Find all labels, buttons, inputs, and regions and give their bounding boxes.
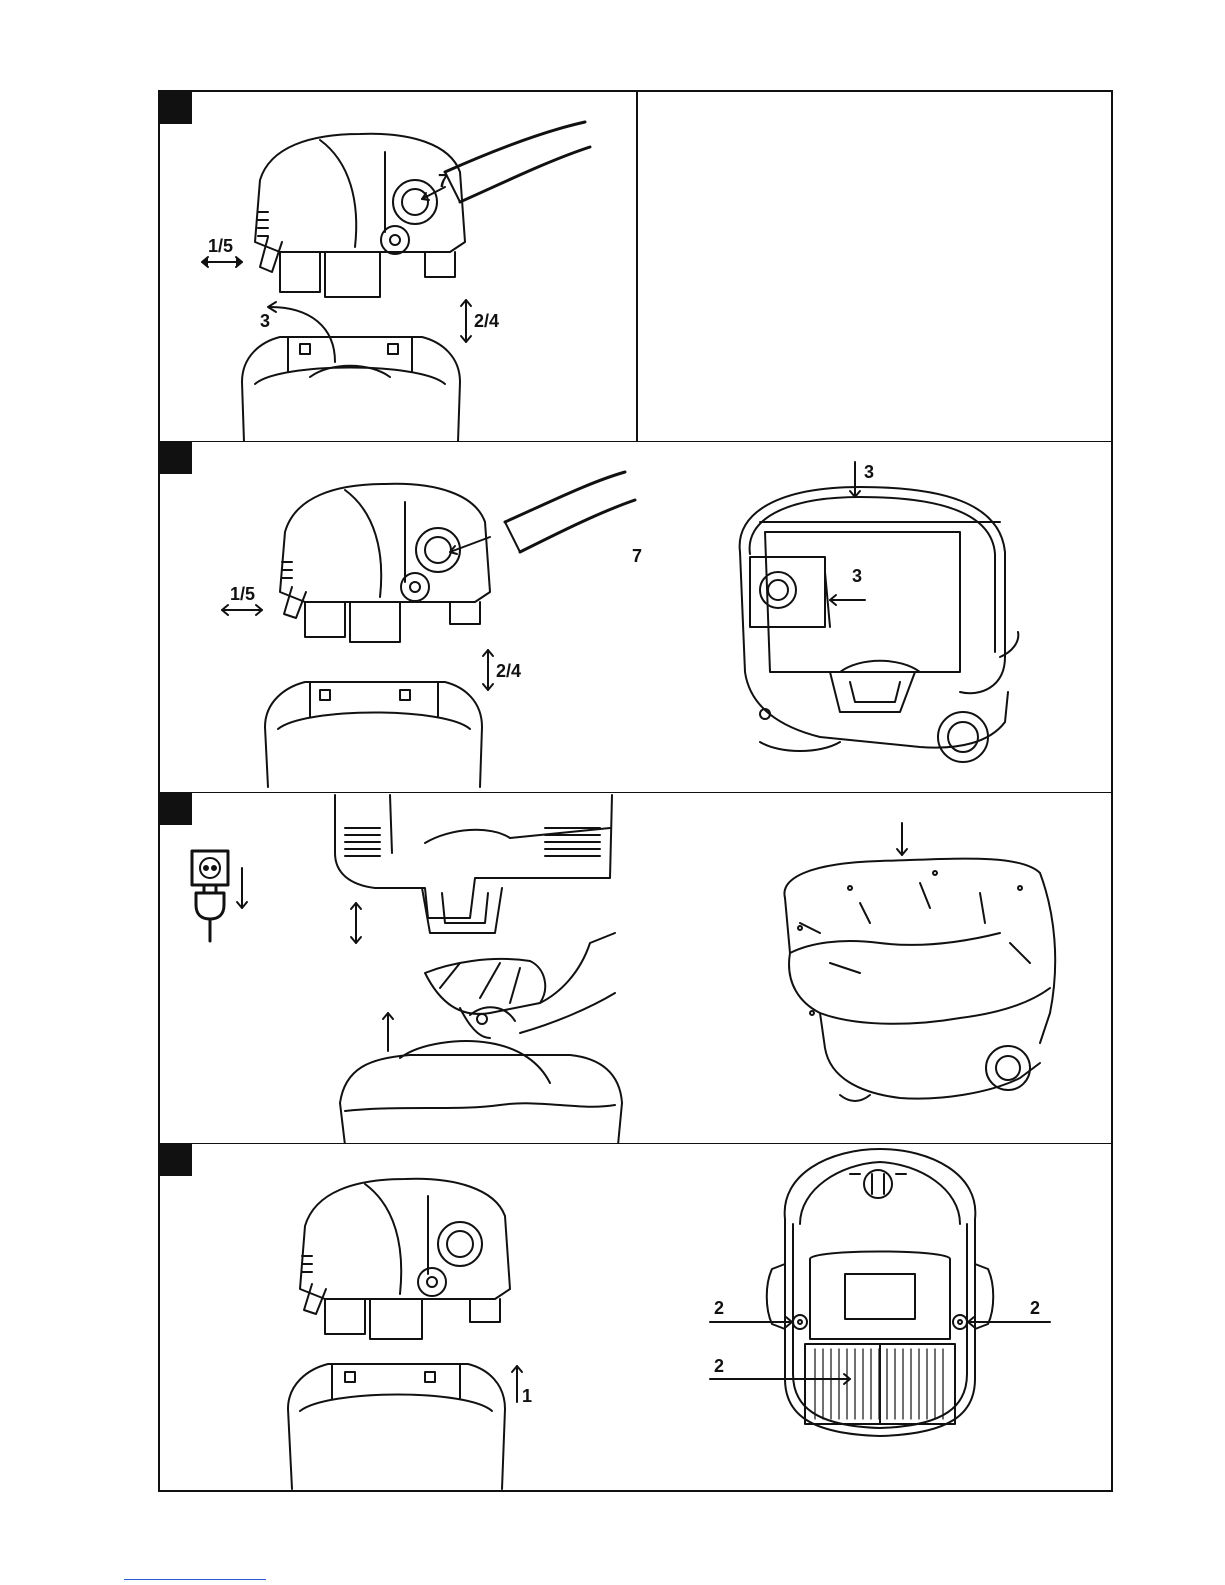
panel-4: 1 2 2 2 bbox=[160, 1144, 1111, 1492]
callout-3-bag: 3 bbox=[852, 566, 862, 586]
callout-2-left: 2 bbox=[714, 1298, 724, 1318]
callout-2-filter: 2 bbox=[714, 1356, 724, 1376]
callout-1-5: 1/5 bbox=[230, 584, 255, 604]
callout-3-top: 3 bbox=[864, 462, 874, 482]
callout-7: 7 bbox=[438, 171, 448, 191]
filter-cleaning-figure: 1 2 2 2 bbox=[160, 1144, 1111, 1492]
panel-2: 7 1/5 2/4 3 3 bbox=[160, 442, 1111, 793]
bag-replacement-figure: 7 1/5 2/4 3 3 bbox=[160, 442, 1111, 793]
callout-3: 3 bbox=[260, 311, 270, 331]
callout-1-5: 1/5 bbox=[208, 236, 233, 256]
callout-1: 1 bbox=[522, 1386, 532, 1406]
callout-7: 7 bbox=[632, 546, 642, 566]
bag-disposal-figure bbox=[160, 793, 1111, 1144]
illustration-sheet: 1/5 2/4 3 7 bbox=[158, 90, 1113, 1492]
panel-3 bbox=[160, 793, 1111, 1144]
panel-divider bbox=[636, 92, 638, 442]
callout-2-4: 2/4 bbox=[474, 311, 499, 331]
vacuum-head-removal-figure: 1/5 2/4 3 7 bbox=[160, 92, 636, 442]
callout-2-right: 2 bbox=[1030, 1298, 1040, 1318]
callout-2-4: 2/4 bbox=[496, 661, 521, 681]
panel-1: 1/5 2/4 3 7 bbox=[160, 92, 1111, 442]
footer-link-underline[interactable] bbox=[124, 1579, 266, 1580]
